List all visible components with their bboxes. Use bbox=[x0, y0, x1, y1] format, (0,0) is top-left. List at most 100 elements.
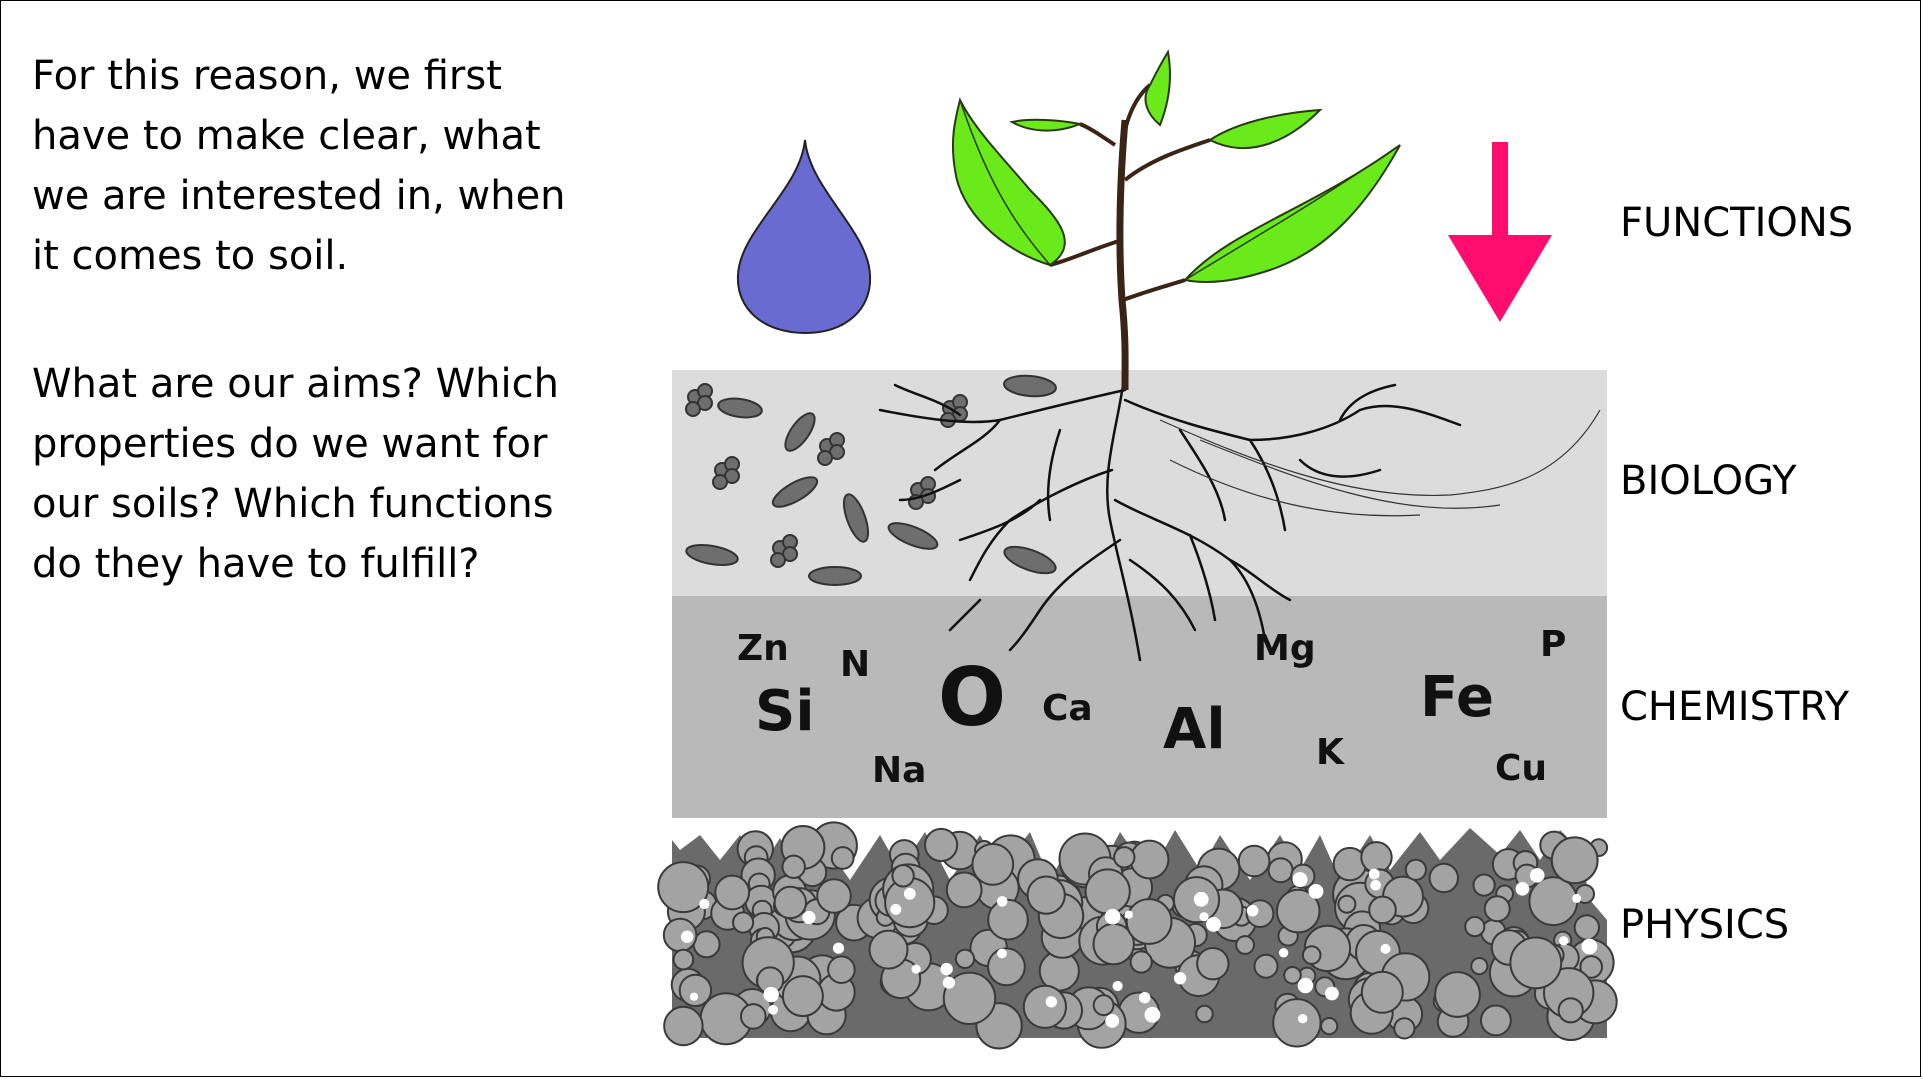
soil-particle bbox=[1360, 841, 1393, 874]
soil-particle bbox=[1253, 953, 1279, 979]
soil-particle bbox=[1129, 839, 1170, 880]
soil-pore bbox=[1308, 884, 1324, 899]
soil-particle bbox=[891, 864, 915, 888]
soil-particle bbox=[732, 911, 755, 934]
soil-particle bbox=[1301, 945, 1322, 965]
bacteria-group bbox=[685, 374, 1057, 586]
plant-icon bbox=[951, 49, 1401, 283]
soil-particle bbox=[1393, 1017, 1416, 1040]
soil-pore bbox=[1193, 891, 1209, 907]
element-fe: Fe bbox=[1420, 665, 1494, 730]
soil-particle bbox=[781, 975, 824, 1018]
soil-pore bbox=[1581, 938, 1598, 955]
soil-particle bbox=[942, 971, 997, 1025]
soil-particle bbox=[1026, 875, 1066, 915]
soil-particle bbox=[1434, 971, 1481, 1018]
soil-particle bbox=[816, 878, 852, 914]
soil-particle bbox=[1237, 844, 1271, 878]
soil-pore bbox=[890, 903, 902, 915]
soil-pore bbox=[1139, 992, 1151, 1004]
soil-particle bbox=[678, 973, 713, 1008]
biology-label: BIOLOGY bbox=[1620, 458, 1797, 504]
element-si: Si bbox=[755, 679, 815, 744]
element-k: K bbox=[1316, 732, 1345, 773]
down-arrow-icon bbox=[1448, 142, 1552, 322]
soil-particle bbox=[1196, 947, 1230, 981]
soil-particle bbox=[1464, 916, 1486, 938]
soil-particle bbox=[924, 827, 959, 863]
soil-pore bbox=[832, 942, 845, 954]
soil-particle bbox=[781, 854, 806, 879]
soil-particle bbox=[1092, 994, 1115, 1017]
chemistry-layer bbox=[672, 596, 1607, 818]
soil-pore bbox=[942, 976, 956, 989]
soil-pore bbox=[689, 992, 699, 1001]
soil-pore bbox=[1368, 868, 1380, 880]
soil-pore bbox=[1104, 908, 1121, 925]
soil-pore bbox=[1380, 943, 1391, 954]
soil-particle bbox=[1557, 997, 1584, 1024]
element-p: P bbox=[1540, 624, 1566, 665]
soil-particle bbox=[987, 898, 1029, 941]
soil-pore bbox=[763, 986, 779, 1003]
soil-pore bbox=[1124, 910, 1134, 919]
soil-pore bbox=[1559, 936, 1569, 946]
soil-particle bbox=[971, 843, 1015, 886]
element-cu: Cu bbox=[1495, 748, 1547, 789]
soil-particle bbox=[945, 871, 983, 909]
soil-pore bbox=[1246, 904, 1259, 917]
soil-particle bbox=[1368, 895, 1397, 925]
soil-particle bbox=[1404, 858, 1428, 881]
soil-pore bbox=[940, 962, 953, 976]
soil-particle bbox=[1509, 936, 1563, 990]
soil-pore bbox=[1199, 912, 1209, 922]
soil-particle bbox=[1550, 836, 1599, 885]
soil-pore bbox=[1206, 917, 1221, 932]
questions-paragraph: What are our aims? Which properties do w… bbox=[32, 361, 559, 587]
soil-particle bbox=[1528, 876, 1579, 927]
soil-pore bbox=[1173, 972, 1187, 985]
soil-pore bbox=[1529, 868, 1545, 883]
soil-particle bbox=[1573, 914, 1601, 941]
soil-particle bbox=[1235, 935, 1255, 955]
soil-particle bbox=[1275, 888, 1321, 934]
soil-pore bbox=[1572, 893, 1582, 903]
soil-pore bbox=[997, 948, 1007, 959]
soil-particle bbox=[827, 955, 856, 985]
element-zn: Zn bbox=[737, 628, 789, 669]
soil-particle bbox=[1129, 950, 1153, 974]
soil-particle bbox=[1480, 1004, 1512, 1037]
functions-label: FUNCTIONS bbox=[1620, 200, 1854, 246]
soil-pore bbox=[996, 896, 1008, 907]
soil-particle bbox=[1470, 957, 1489, 976]
soil-particle bbox=[1283, 966, 1302, 985]
intro-paragraph: For this reason, we first have to make c… bbox=[32, 53, 566, 279]
roots bbox=[878, 368, 1462, 662]
soil-particle bbox=[672, 948, 695, 971]
soil-particle bbox=[830, 846, 855, 870]
chemistry-label: CHEMISTRY bbox=[1620, 684, 1850, 730]
soil-particle bbox=[1579, 955, 1603, 979]
stem bbox=[1116, 119, 1129, 391]
soil-pore bbox=[1325, 986, 1339, 1001]
element-na: Na bbox=[872, 750, 926, 791]
soil-pore bbox=[1515, 882, 1530, 896]
soil-particle bbox=[1428, 862, 1460, 894]
soil-particle bbox=[1272, 998, 1322, 1048]
soil-particle bbox=[868, 929, 909, 970]
soil-particle bbox=[1472, 873, 1496, 897]
physics-layer bbox=[657, 818, 1618, 1050]
soil-pore bbox=[1370, 880, 1381, 891]
soil-particle bbox=[714, 874, 751, 911]
element-o: O bbox=[938, 651, 1006, 744]
soil-pore bbox=[1045, 996, 1058, 1008]
soil-pore bbox=[1112, 980, 1123, 992]
biology-layer bbox=[672, 370, 1607, 598]
element-n: N bbox=[840, 644, 870, 685]
element-ca: Ca bbox=[1042, 688, 1093, 729]
water-drop-icon bbox=[736, 139, 872, 335]
soil-particle bbox=[1337, 894, 1357, 914]
soil-pore bbox=[911, 964, 921, 974]
soil-pore bbox=[1144, 1006, 1161, 1023]
